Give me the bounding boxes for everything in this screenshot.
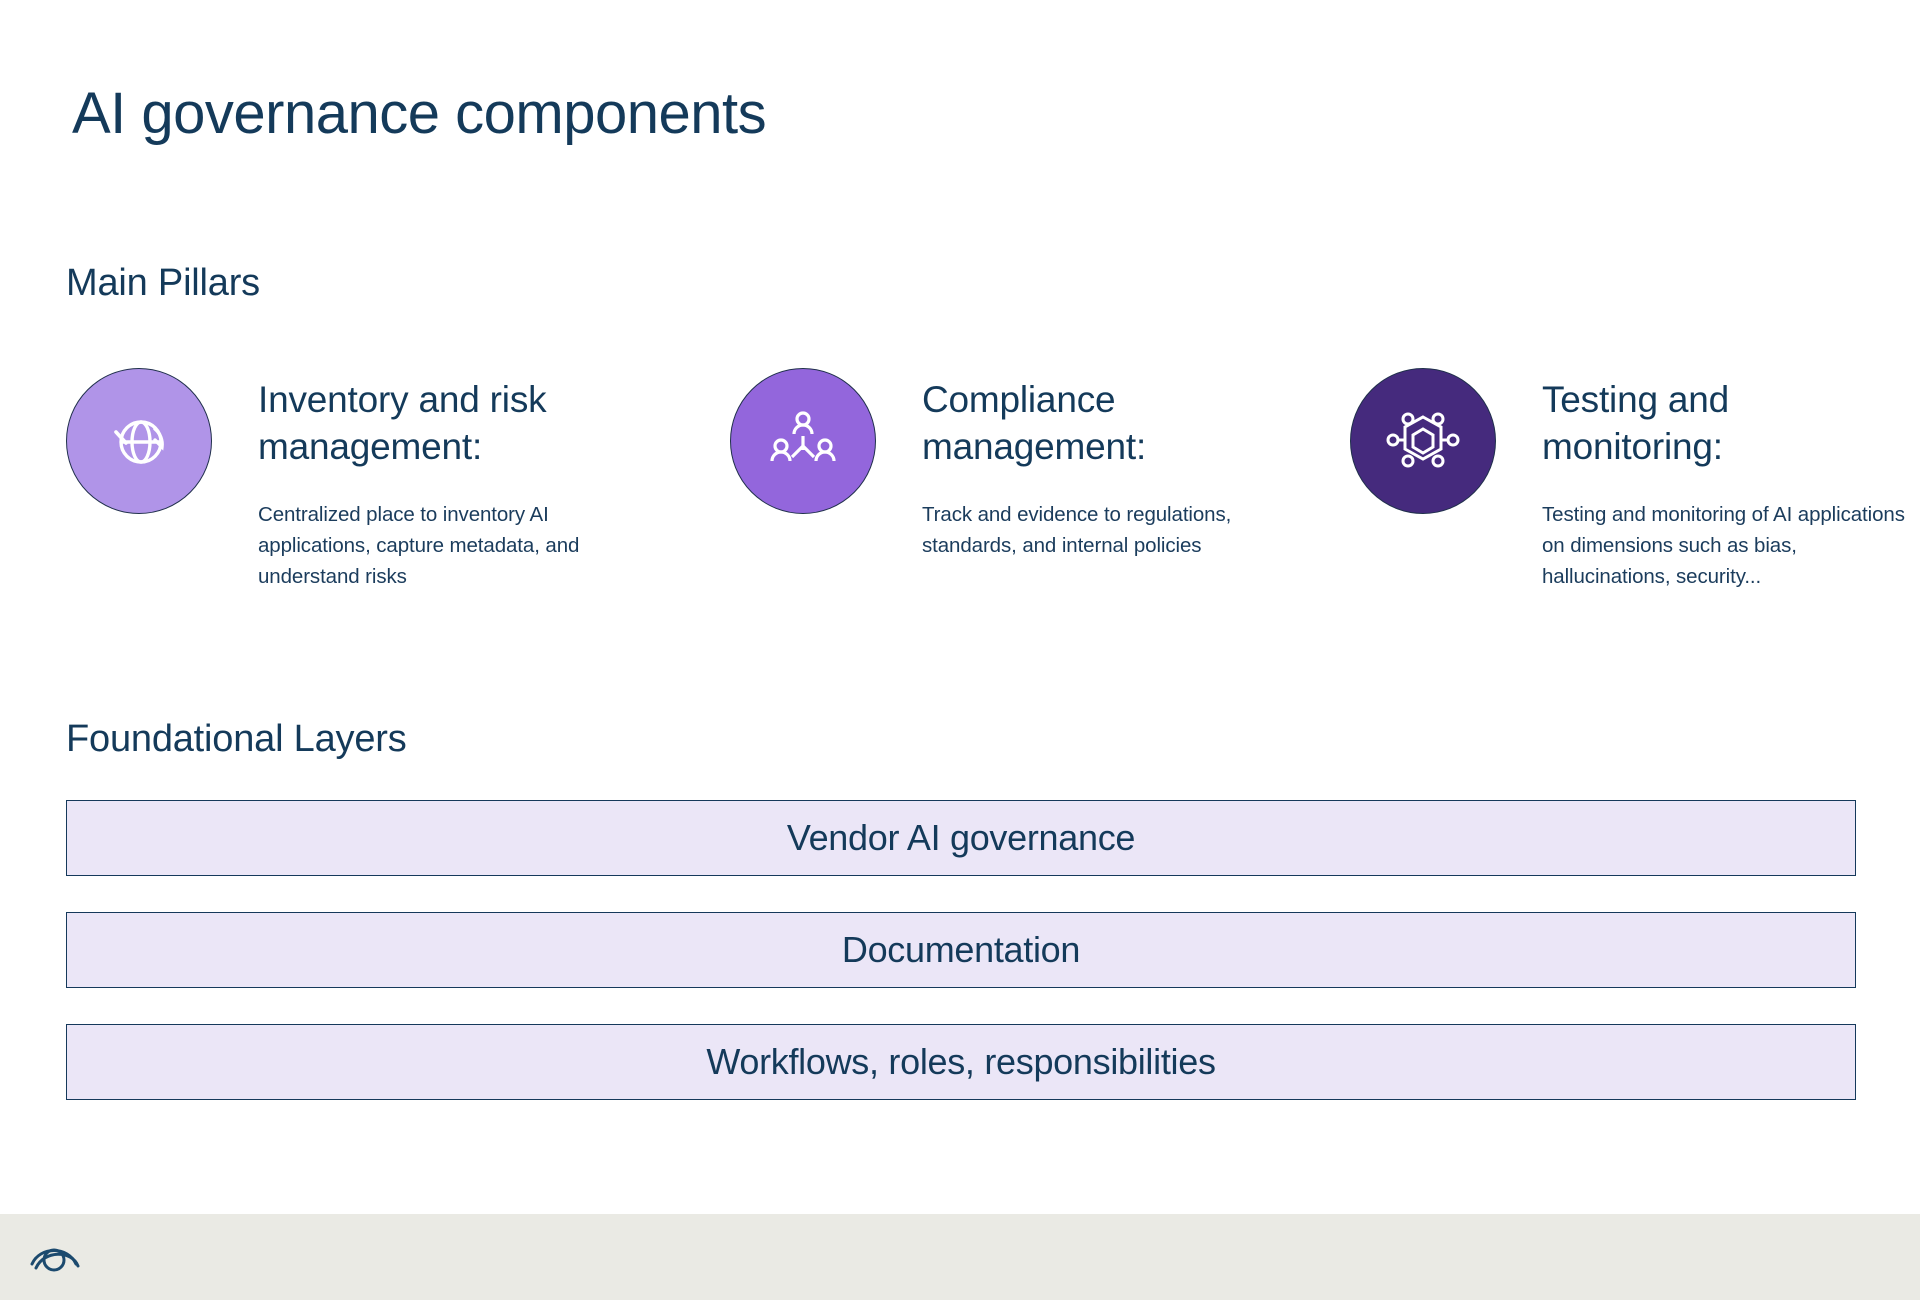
foundational-layers-list: Vendor AI governance Documentation Workf… (66, 800, 1856, 1100)
pillar-card-testing-and-monitoring[interactable]: Testing and monitoring: Testing and moni… (1350, 368, 1910, 592)
pillar-title: Inventory and risk management: (258, 379, 547, 468)
pillar-description: Centralized place to inventory AI applic… (258, 502, 580, 589)
hexagon-nodes-icon (1350, 368, 1496, 514)
pillar-card-inventory-and-risk-management[interactable]: Inventory and risk management: Centraliz… (66, 368, 626, 592)
section-heading-foundational-layers: Foundational Layers (66, 718, 407, 760)
main-pillars-row: Inventory and risk management: Centraliz… (0, 368, 1920, 608)
pillar-title: Testing and monitoring: (1542, 379, 1730, 468)
people-network-icon (730, 368, 876, 514)
footer-bar (0, 1214, 1920, 1300)
pillar-card-compliance-management[interactable]: Compliance management: Track and evidenc… (730, 368, 1290, 561)
foundational-layer-bar-documentation[interactable]: Documentation (66, 912, 1856, 988)
section-heading-main-pillars: Main Pillars (66, 262, 260, 304)
foundational-layer-label: Vendor AI governance (786, 817, 1136, 858)
pillar-description: Testing and monitoring of AI application… (1542, 502, 1905, 589)
foundational-layer-bar-workflows-roles-responsibilities[interactable]: Workflows, roles, responsibilities (66, 1024, 1856, 1100)
page-title: AI governance components (72, 81, 767, 146)
foundational-layer-label: Workflows, roles, responsibilities (706, 1041, 1216, 1082)
pillar-description: Track and evidence to regulations, stand… (922, 502, 1232, 557)
foundational-layer-label: Documentation (841, 929, 1081, 970)
pillar-text-block: Compliance management: Track and evidenc… (922, 368, 1290, 561)
pillar-text-block: Inventory and risk management: Centraliz… (258, 368, 626, 592)
eye-loop-logo-icon (28, 1238, 82, 1278)
pillar-title: Compliance management: (922, 379, 1147, 468)
pillar-text-block: Testing and monitoring: Testing and moni… (1542, 368, 1910, 592)
globe-check-icon (66, 368, 212, 514)
foundational-layer-bar-vendor-ai-governance[interactable]: Vendor AI governance (66, 800, 1856, 876)
